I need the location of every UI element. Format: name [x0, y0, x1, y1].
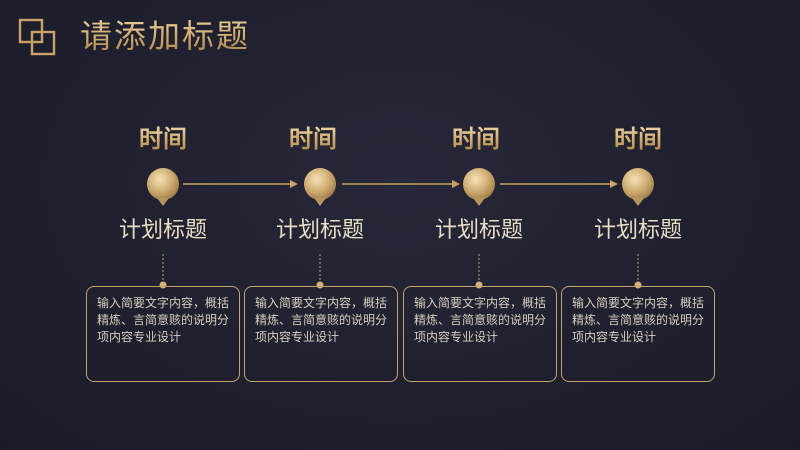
- connector-1: [159, 254, 167, 289]
- connector-3: [475, 254, 483, 289]
- step-2-plan-title: 计划标题: [275, 218, 364, 243]
- step-1-time: 时间: [103, 122, 223, 156]
- step-4-description: 输入简要文字内容，概括精炼、言简意赅的说明分项内容专业设计: [572, 296, 705, 344]
- timeline-node-2: [304, 168, 336, 206]
- step-4-description-box: 输入简要文字内容，概括精炼、言简意赅的说明分项内容专业设计: [561, 286, 715, 382]
- step-2-description: 输入简要文字内容，概括精炼、言简意赅的说明分项内容专业设计: [255, 296, 388, 344]
- page-title: 请添加标题: [80, 14, 250, 58]
- step-3-description-box: 输入简要文字内容，概括精炼、言简意赅的说明分项内容专业设计: [403, 286, 557, 382]
- step-2-description-box: 输入简要文字内容，概括精炼、言简意赅的说明分项内容专业设计: [244, 286, 398, 382]
- overlapping-squares-icon: [18, 18, 56, 56]
- step-1-description-box: 输入简要文字内容，概括精炼、言简意赅的说明分项内容专业设计: [86, 286, 240, 382]
- step-3-description: 输入简要文字内容，概括精炼、言简意赅的说明分项内容专业设计: [414, 296, 547, 344]
- step-4-time: 时间: [578, 122, 698, 156]
- step-3-time: 时间: [416, 122, 536, 156]
- step-2-time: 时间: [253, 122, 373, 156]
- step-1-plan-title: 计划标题: [118, 218, 207, 243]
- timeline-node-4: [622, 168, 654, 206]
- step-4-plan-title: 计划标题: [593, 218, 682, 243]
- step-1-description: 输入简要文字内容，概括精炼、言简意赅的说明分项内容专业设计: [97, 296, 230, 344]
- connector-2: [316, 254, 324, 289]
- step-3-plan-title: 计划标题: [434, 218, 523, 243]
- timeline-node-3: [463, 168, 495, 206]
- timeline-node-1: [147, 168, 179, 206]
- connector-4: [634, 254, 642, 289]
